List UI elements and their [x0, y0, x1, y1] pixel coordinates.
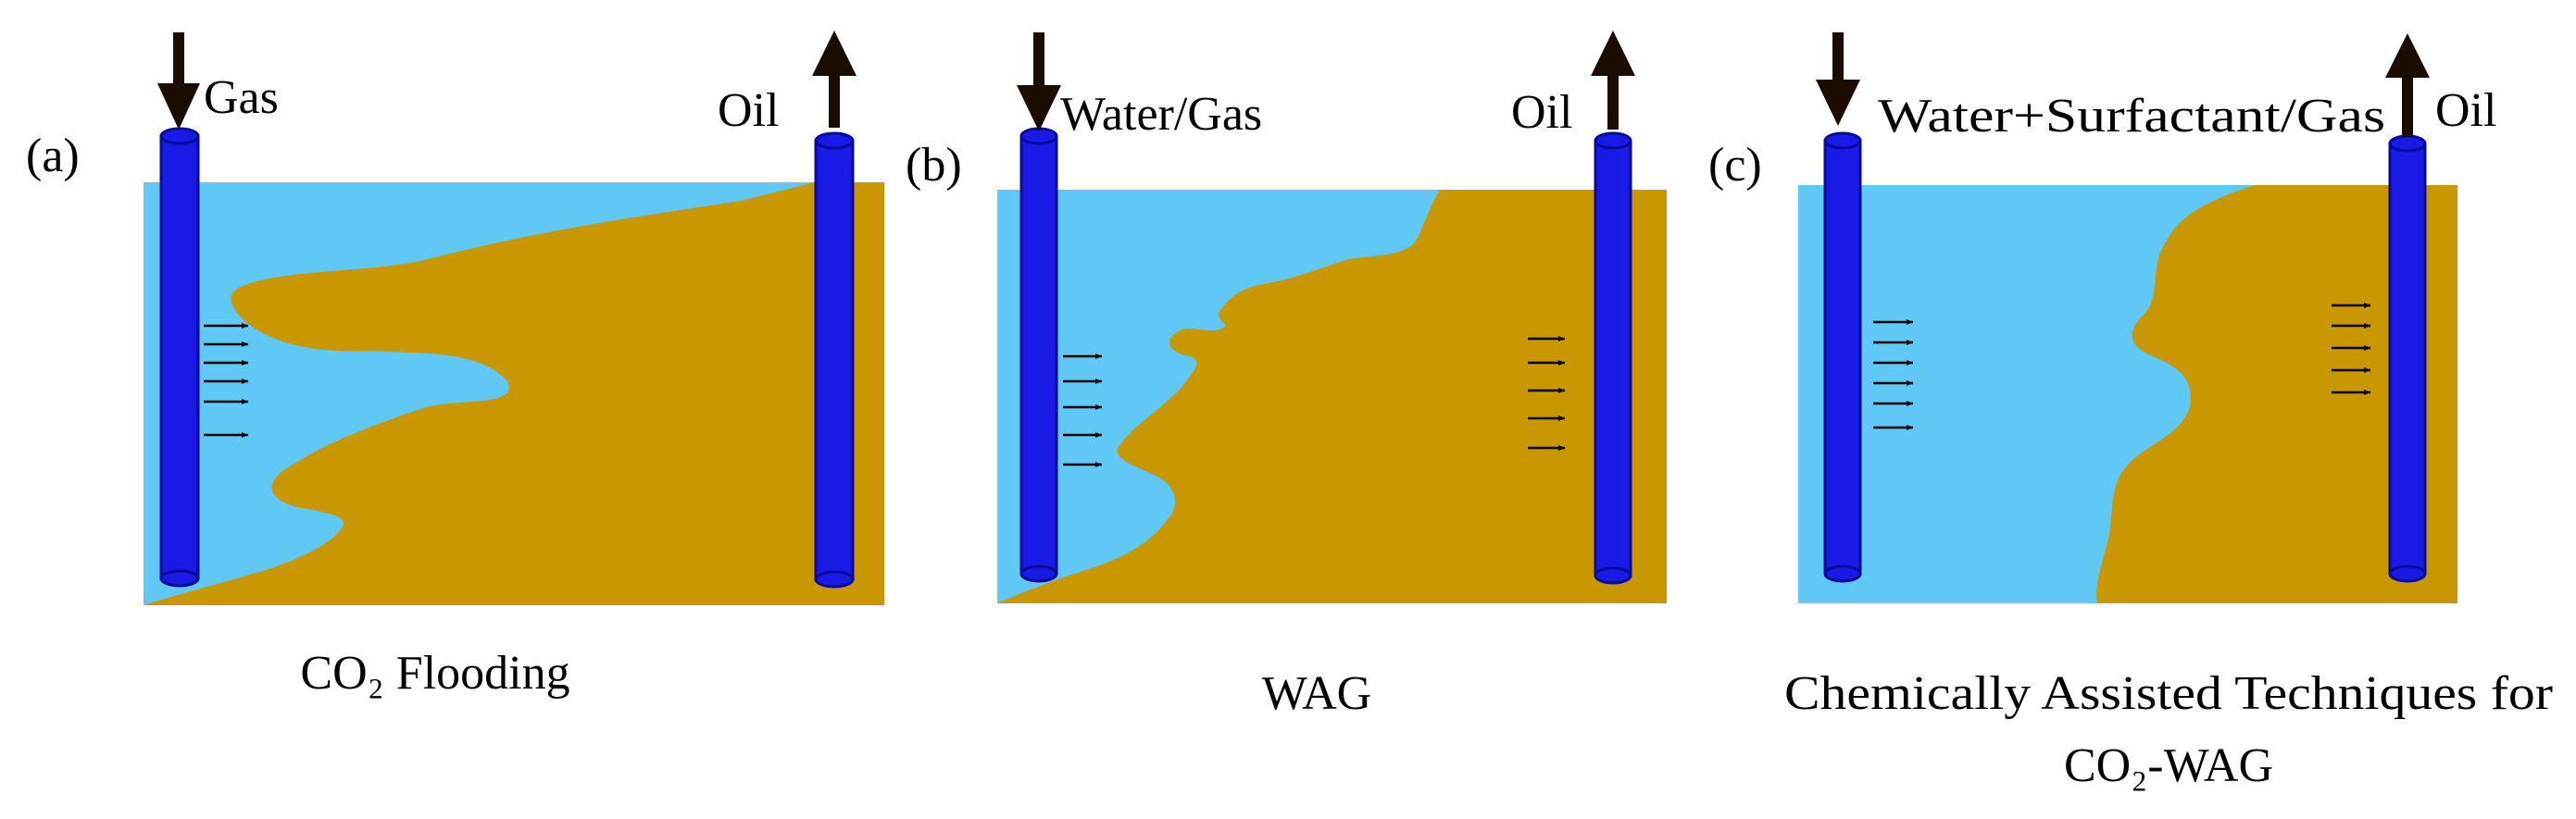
- panel-b: (b) Water/Gas Oil WAG: [906, 31, 1667, 720]
- panel-c-production-label: Oil: [2435, 84, 2496, 137]
- panel-b-flow-arrows-left: [1063, 354, 1102, 467]
- panel-c-caption-line-2: CO₂-WAG: [2064, 739, 2273, 792]
- panel-a-injection-label: Gas: [204, 71, 279, 124]
- up-arrow-icon: [1591, 31, 1635, 130]
- down-arrow-icon: [157, 32, 200, 130]
- panel-a-injection-well: [159, 127, 200, 588]
- panel-a-caption: CO₂ Flooding: [300, 647, 569, 700]
- panel-b-injection-well: [1019, 127, 1058, 583]
- panel-c-production-well: [2388, 134, 2427, 583]
- down-arrow-icon: [1017, 32, 1061, 131]
- panel-a-production-label: Oil: [718, 84, 779, 137]
- panel-c-flow-arrows-right: [2332, 303, 2370, 395]
- panel-b-production-label: Oil: [1511, 86, 1572, 139]
- panel-a-production-well: [814, 131, 855, 589]
- up-arrow-icon: [2385, 33, 2430, 137]
- panel-c-caption-line-1: Chemically Assisted Techniques for: [1784, 667, 2553, 720]
- panel-a: (a) Gas Oil CO₂ Flooding: [26, 31, 884, 700]
- panel-b-displacing-front: [997, 190, 1440, 603]
- panel-b-letter: (b): [906, 139, 962, 192]
- up-arrow-icon: [812, 31, 857, 128]
- down-arrow-icon: [1816, 32, 1860, 126]
- panel-a-flow-arrows: [204, 323, 248, 438]
- panel-c-displacing-front: [1798, 185, 2255, 603]
- panel-c-injection-well: [1823, 131, 1862, 583]
- panel-b-injection-label: Water/Gas: [1060, 88, 1262, 141]
- panel-c-letter: (c): [1708, 139, 1762, 192]
- panel-a-displacing-front: [144, 182, 815, 605]
- panel-c: (c) Water+Surfactant/Gas Oil Chemically …: [1708, 32, 2553, 792]
- panel-c-injection-label: Water+Surfactant/Gas: [1878, 90, 2385, 143]
- panel-c-flow-arrows-left: [1873, 319, 1913, 430]
- panel-b-caption: WAG: [1262, 667, 1371, 720]
- panel-b-production-well: [1594, 131, 1632, 585]
- panel-b-flow-arrows-right: [1528, 336, 1565, 451]
- panel-a-letter: (a): [26, 130, 80, 182]
